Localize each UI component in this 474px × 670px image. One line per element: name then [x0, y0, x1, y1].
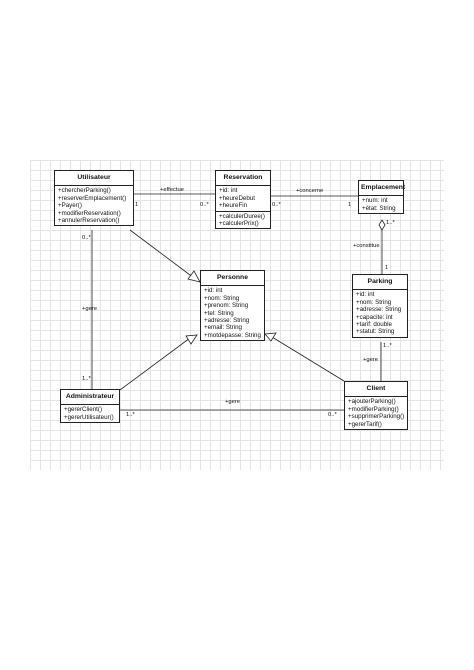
attribute: +tel: String: [204, 309, 234, 317]
operation: +modifierParking(): [348, 405, 399, 413]
multiplicity: 1: [385, 265, 389, 271]
class-reservation[interactable]: Reservation +id: int +heureDebut +heureF…: [215, 170, 271, 230]
operation: +calculerPrix(): [219, 220, 259, 228]
operation: +ajouterParking(): [348, 398, 396, 406]
class-personne[interactable]: Personne +id: int +nom: String +prenom: …: [200, 270, 265, 342]
class-name: Emplacement: [359, 181, 405, 197]
attribute: +prenom: String: [204, 302, 249, 310]
operations: +calculerDuree() +calculerPrix(): [216, 210, 270, 229]
assoc-label-gere-client: +gere: [225, 399, 240, 405]
attribute: +heureDebut: [219, 194, 255, 202]
diagram-canvas: Utilisateur +chercherParking() +reserver…: [30, 160, 444, 470]
attribute: +tarif: double: [356, 321, 392, 329]
multiplicity: 0..*: [272, 202, 281, 208]
operation: +gererUtilisateur(): [64, 413, 114, 421]
attribute: +email: String: [204, 324, 243, 332]
class-name: Personne: [201, 271, 264, 287]
attributes: +id: int +nom: String +adresse: String +…: [353, 290, 407, 336]
attribute: +capacite: int: [356, 313, 393, 321]
attribute: +heureFin: [219, 202, 248, 210]
class-name: Parking: [353, 275, 407, 291]
class-emplacement[interactable]: Emplacement +num: int +état: String: [358, 180, 405, 215]
operation: +annulerReservation(): [58, 217, 120, 225]
attributes: +id: int +heureDebut +heureFin: [216, 186, 270, 210]
inherit-arrow-utilisateur: [187, 270, 201, 283]
attribute: +nom: String: [356, 298, 392, 306]
attribute: +adresse: String: [204, 317, 250, 325]
multiplicity: 0..*: [200, 202, 209, 208]
operation: +calculerDuree(): [219, 212, 265, 220]
assoc-label-effectue: +effectue: [160, 187, 184, 193]
operation: +reserverEmplacement(): [58, 194, 127, 202]
multiplicity: 1..*: [386, 220, 395, 226]
multiplicity: 1..*: [383, 343, 392, 349]
attribute: +id: int: [356, 291, 375, 299]
assoc-label-gere-utilisateur: +gere: [82, 306, 97, 312]
attributes: +id: int +nom: String +prenom: String +t…: [201, 286, 264, 340]
inherit-arrow-administrateur: [185, 334, 198, 345]
multiplicity: 0..*: [328, 412, 337, 418]
assoc-label-constitue: +constitue: [353, 243, 380, 249]
multiplicity: 1: [135, 202, 139, 208]
class-utilisateur[interactable]: Utilisateur +chercherParking() +reserver…: [54, 170, 134, 227]
attribute: +nom: String: [204, 294, 240, 302]
operations: +ajouterParking() +modifierParking() +su…: [345, 397, 407, 429]
operation: +modifierReservation(): [58, 209, 121, 217]
attribute: +id: int: [219, 187, 238, 195]
operations: +chercherParking() +reserverEmplacement(…: [55, 186, 133, 225]
multiplicity: 1..*: [126, 412, 135, 418]
operation: +supprimerParking(): [348, 413, 405, 421]
assoc-label-gere-parking: +gere: [363, 357, 378, 363]
class-name: Client: [345, 382, 407, 398]
attribute: +num: int: [362, 197, 388, 205]
class-name: Reservation: [216, 171, 270, 187]
attribute: +état: String: [362, 204, 396, 212]
composition-diamond: [378, 219, 386, 231]
inherit-client: [271, 336, 345, 382]
operation: +chercherParking(): [58, 187, 111, 195]
class-parking[interactable]: Parking +id: int +nom: String +adresse: …: [352, 274, 408, 338]
attribute: +motdepasse: String: [204, 331, 261, 339]
multiplicity: 1: [348, 202, 352, 208]
attribute: +statut: String: [356, 328, 395, 336]
operation: +gererClient(): [64, 406, 102, 414]
class-administrateur[interactable]: Administrateur +gererClient() +gererUtil…: [60, 389, 120, 424]
multiplicity: 1..*: [82, 376, 91, 382]
assoc-label-concerne: +concerne: [296, 188, 324, 194]
class-name: Utilisateur: [55, 171, 133, 187]
operation: +gererTarif(): [348, 420, 382, 428]
class-name: Administrateur: [61, 390, 119, 406]
diagram-edges: [91, 193, 386, 411]
multiplicity: 0..*: [82, 235, 91, 241]
operations: +gererClient() +gererUtilisateur(): [61, 405, 119, 422]
inherit-administrateur: [119, 337, 191, 391]
operation: +Payer(): [58, 202, 82, 210]
attributes: +num: int +état: String: [359, 196, 403, 213]
attribute: +adresse: String: [356, 306, 402, 314]
inherit-arrow-client: [264, 332, 277, 342]
inherit-utilisateur: [129, 229, 195, 279]
class-client[interactable]: Client +ajouterParking() +modifierParkin…: [344, 381, 408, 431]
attribute: +id: int: [204, 287, 223, 295]
